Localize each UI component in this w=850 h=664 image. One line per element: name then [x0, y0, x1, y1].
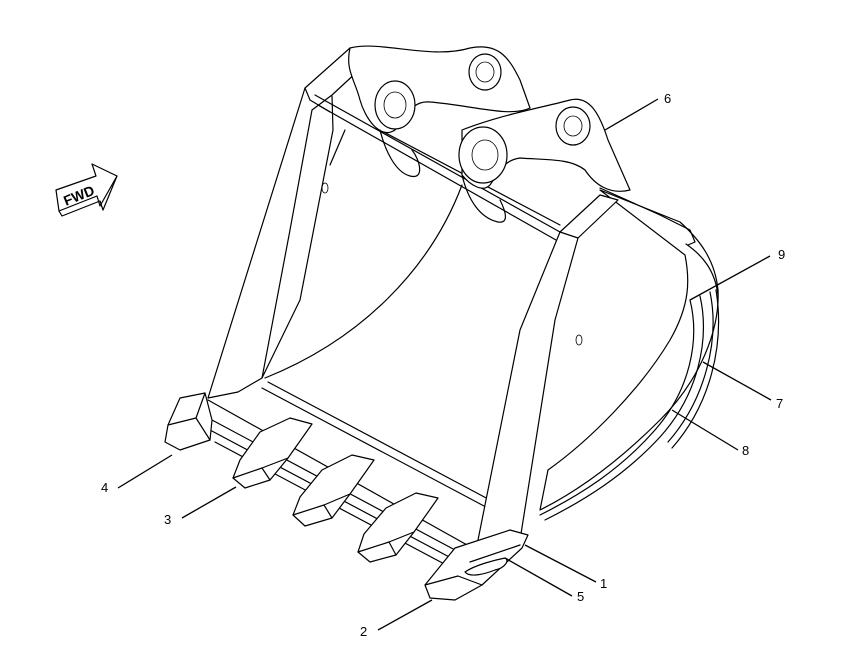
leader-6 — [604, 98, 659, 131]
callout-9: 9 — [778, 247, 785, 262]
leader-2 — [377, 599, 433, 631]
callout-3: 3 — [164, 512, 171, 527]
tooth-3 — [357, 492, 439, 563]
callout-labels: 1 2 3 4 5 6 7 8 9 — [101, 91, 785, 639]
tooth-left-corner — [164, 392, 213, 451]
leader-3 — [181, 486, 237, 519]
fwd-arrow-icon: FWD — [55, 163, 118, 217]
leader-8 — [671, 409, 739, 451]
callout-7: 7 — [776, 396, 783, 411]
leader-9 — [689, 255, 771, 301]
callout-4: 4 — [101, 480, 108, 495]
callout-5: 5 — [577, 589, 584, 604]
leader-4 — [117, 454, 173, 489]
leader-7 — [702, 361, 772, 401]
callout-6: 6 — [664, 91, 671, 106]
tooth-right-corner — [424, 529, 529, 601]
bucket-teeth — [164, 392, 529, 601]
linkage-brackets — [348, 45, 631, 223]
right-side-plate — [477, 194, 619, 549]
bucket-body — [207, 184, 720, 559]
leader-lines — [117, 98, 772, 631]
leader-1 — [524, 544, 597, 583]
callout-8: 8 — [742, 443, 749, 458]
callout-2: 2 — [360, 624, 367, 639]
left-side-plate — [207, 47, 373, 399]
leader-5 — [504, 557, 573, 597]
callout-1: 1 — [600, 576, 607, 591]
tooth-2 — [292, 454, 375, 527]
tooth-1 — [232, 417, 313, 489]
